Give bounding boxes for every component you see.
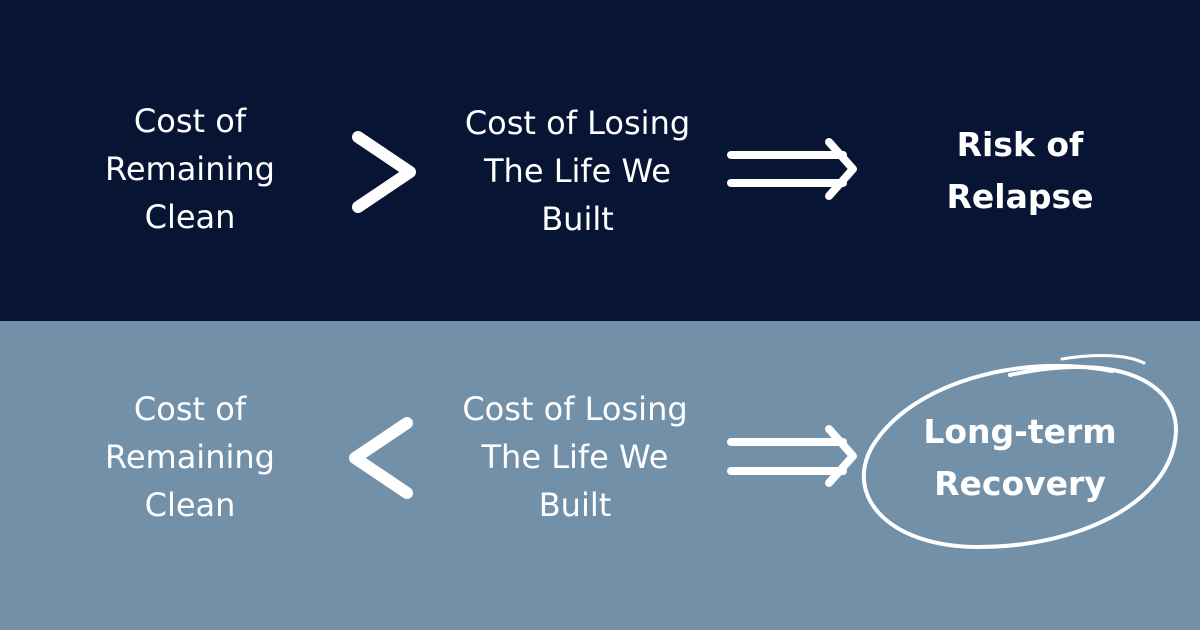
double-arrow-right-icon [727,138,857,200]
bottom-left-text: Cost of Remaining Clean [105,390,275,524]
less-than-icon [349,417,413,499]
top-panel: Cost of Remaining Clean Cost of Losing T… [0,0,1200,321]
greater-than-icon [352,131,416,213]
bottom-middle-text: Cost of Losing The Life We Built [462,390,688,524]
top-middle-text: Cost of Losing The Life We Built [464,104,691,238]
hand-drawn-circle-icon [861,354,1178,550]
bottom-panel: Cost of Remaining Clean Cost of Losing T… [0,321,1200,630]
top-left-text: Cost of Remaining Clean [105,102,275,236]
top-result-text: Risk of Relapse [946,125,1094,216]
double-arrow-right-icon [727,425,857,487]
bottom-result-text: Long-term Recovery [923,412,1117,503]
